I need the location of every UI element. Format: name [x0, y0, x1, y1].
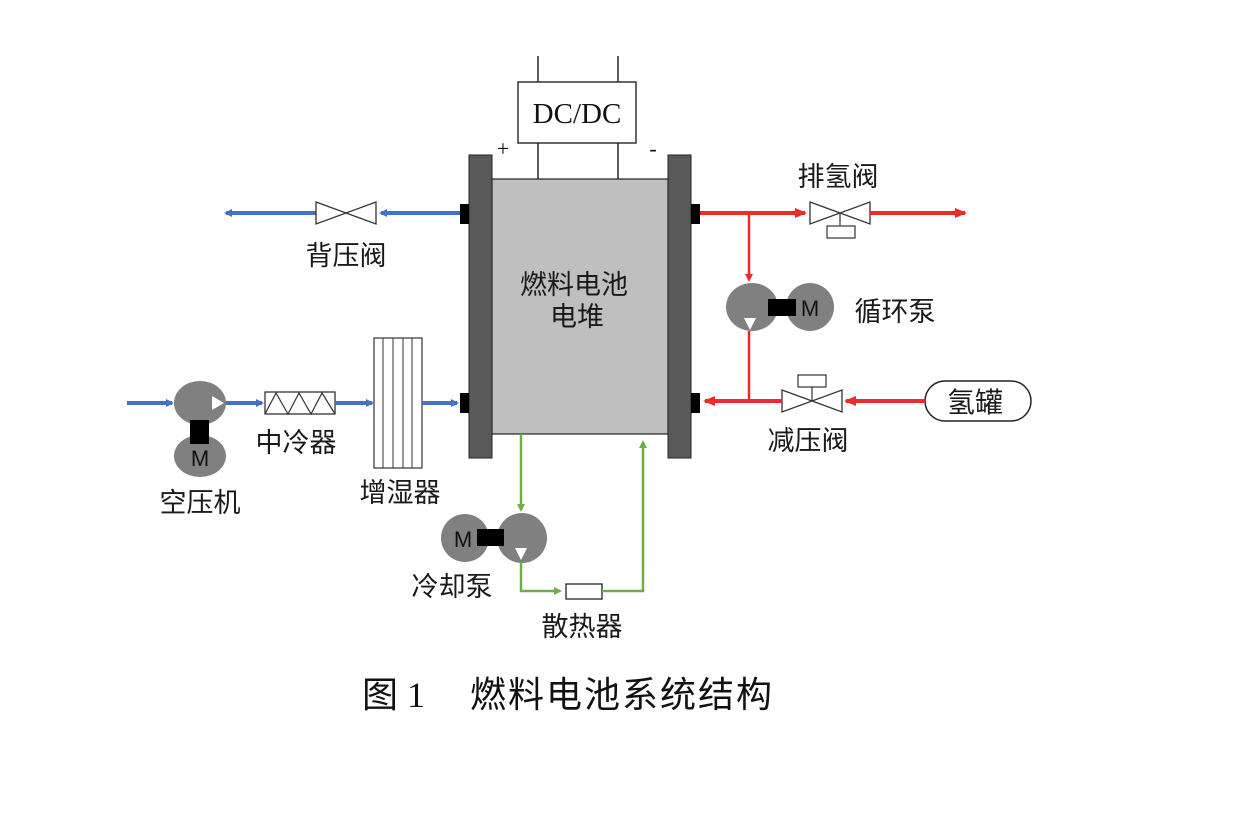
stack-label-line2: 电堆	[550, 302, 604, 333]
pump-motor	[786, 283, 834, 331]
pump-body	[497, 513, 547, 563]
valve-actuator-icon	[826, 225, 856, 239]
air-compressor: M	[174, 381, 226, 477]
air-exhaust-line: 背压阀	[224, 201, 460, 272]
pressure-reducing-valve	[781, 374, 843, 413]
pump-body	[726, 283, 778, 331]
anode-inlet-port	[691, 393, 700, 413]
back-pressure-valve	[315, 201, 377, 225]
air-compressor-label: 空压机	[160, 488, 241, 519]
stack-left-end-plate	[468, 154, 493, 459]
coolant-loop: M 冷却泵 散热器	[412, 434, 647, 643]
anode-outlet-port	[691, 204, 700, 224]
dcdc-box	[517, 81, 637, 144]
dcdc-label: DC/DC	[533, 98, 622, 130]
pump-outlet-triangle-icon	[744, 318, 756, 330]
compressor-body	[174, 381, 226, 425]
hydrogen-tank-label: 氢罐	[947, 386, 1003, 419]
compressor-motor	[174, 435, 226, 477]
compressor-outlet-triangle-icon	[212, 396, 224, 410]
positive-terminal-label: +	[497, 136, 509, 161]
negative-terminal-label: -	[649, 136, 656, 161]
humidifier	[373, 337, 423, 469]
stack-right-end-plate	[667, 154, 692, 459]
radiator-to-stack-pipe	[602, 440, 647, 593]
valve-actuator-icon	[797, 374, 827, 388]
back-pressure-valve-label: 背压阀	[306, 241, 387, 272]
pump-outlet-triangle-icon	[515, 548, 527, 560]
figure-caption: 图 1 燃料电池系统结构	[362, 675, 774, 715]
cathode-outlet-port	[460, 204, 469, 224]
figure-number: 图 1	[362, 675, 425, 715]
purge-valve	[809, 201, 871, 239]
valve-icon	[315, 201, 377, 225]
compressor-shaft	[190, 420, 209, 444]
figure-title: 燃料电池系统结构	[470, 675, 774, 715]
hydrogen-supply-line: 氢罐 减压阀	[703, 374, 1032, 457]
stack-label-line1: 燃料电池	[520, 270, 628, 301]
intercooler-coil-icon	[264, 391, 336, 416]
air-supply-line: M 中冷器 空压机 增湿器	[127, 337, 459, 519]
cathode-inlet-port	[460, 393, 469, 413]
dcdc-converter: DC/DC + -	[497, 56, 657, 179]
humidifier-label: 增湿器	[360, 478, 441, 509]
intercooler	[264, 391, 336, 416]
radiator-label: 散热器	[542, 612, 623, 643]
motor-label: M	[454, 527, 472, 552]
pump-to-radiator-pipe	[519, 562, 562, 595]
hydrogen-purge-line: 排氢阀	[700, 162, 967, 239]
coolant-pump: M	[441, 513, 547, 563]
hydrogen-recirculation-loop: M 循环泵	[726, 213, 936, 403]
pump-motor	[441, 514, 489, 562]
humidifier-box	[373, 337, 423, 469]
motor-label: M	[191, 446, 209, 471]
purge-valve-label: 排氢阀	[798, 162, 879, 193]
intercooler-label: 中冷器	[256, 428, 337, 459]
coolant-pump-label: 冷却泵	[412, 572, 493, 603]
pump-shaft	[768, 299, 796, 316]
fuel-cell-stack: 燃料电池 电堆	[460, 154, 700, 459]
motor-label: M	[801, 296, 819, 321]
pump-shaft	[477, 529, 504, 546]
hydrogen-tank: 氢罐	[924, 380, 1032, 422]
recirculation-pump: M	[726, 283, 834, 331]
pressure-reducing-valve-label: 减压阀	[768, 426, 849, 457]
stack-body	[491, 178, 669, 435]
recirculation-pump-label: 循环泵	[855, 297, 936, 328]
radiator	[565, 583, 603, 600]
